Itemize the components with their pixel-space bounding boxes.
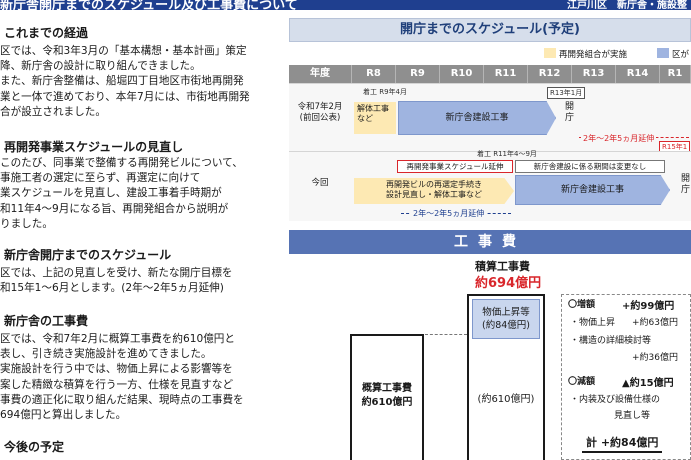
connector-dash xyxy=(425,334,467,335)
increase-item-structure: ・構造の詳細検討等 xyxy=(570,336,652,346)
old-estimate-label: 概算工事費 約610億円 xyxy=(361,383,413,408)
increase-head: 〇増額 xyxy=(568,300,596,310)
decrease-total: ▲約15億円 xyxy=(622,378,674,389)
gantt-header-r8: R8 xyxy=(352,65,396,83)
increase-item-price: ・物価上昇 xyxy=(570,318,616,328)
gantt-header-r14: R14 xyxy=(616,65,660,83)
new-estimate-box: 物価上昇等 (約84億円) (約610億円) xyxy=(467,294,545,460)
gantt-header-r13: R13 xyxy=(572,65,616,83)
estimate-title: 積算工事費 xyxy=(475,260,530,273)
section-body-opening: 区では、上記の見直しを受け、新たな開庁目標を 和15年1～6月とします。(2年～… xyxy=(0,267,233,295)
cost-sum: 計 +約84億円 xyxy=(582,434,663,453)
section-title-cost: 新庁舎の工事費 xyxy=(4,314,89,328)
open-marker-current: 開 庁 xyxy=(681,174,691,195)
decrease-head: 〇減額 xyxy=(568,377,596,387)
section-body-review: このたび、同事業で整備する再開発ビルについて、 事施工者の選定に至らず、再選定に… xyxy=(0,157,243,230)
section-body-history: 区では、令和3年3月の「基本構想・基本計画」策定 降、新庁舎の設計に取り組んでき… xyxy=(0,45,250,118)
note-start-current: 着工 R11年4～9月 xyxy=(477,150,537,158)
section-title-review: 再開発事業スケジュールの見直し xyxy=(4,140,184,154)
row-label-previous: 令和7年2月 (前回公表) xyxy=(297,102,343,123)
open-marker-previous: 開 庁 xyxy=(565,102,575,123)
section-title-opening: 新庁舎開庁までのスケジュール xyxy=(4,248,172,262)
gantt-header-r9: R9 xyxy=(396,65,440,83)
right-column: 開庁までのスケジュール(予定) 再開発組合が実施 区が 年度 R8 R9 R10… xyxy=(289,12,691,460)
bar-reselect-current: 再開発ビルの再選定手続き 設計見直し・解体工事など xyxy=(354,178,514,204)
gantt-header-r12: R12 xyxy=(528,65,572,83)
cost-title: 工事費 xyxy=(289,230,691,254)
left-column: これまでの経過 区では、令和3年3月の「基本構想・基本計画」策定 降、新庁舎の設… xyxy=(0,10,282,460)
cost-breakdown-callout: 〇増額 +約99億円 ・物価上昇 +約63億円 ・構造の詳細検討等 +約36億円… xyxy=(561,294,691,460)
old-estimate-box: 概算工事費 約610億円 xyxy=(350,334,424,460)
box-schedule-extension: 再開発事業スケジュール延伸 xyxy=(397,160,513,173)
header-org: 江戸川区 新庁舎・施設整 xyxy=(567,0,687,11)
gantt-header-r10: R10 xyxy=(440,65,484,83)
estimate-value: 約694億円 xyxy=(475,276,542,291)
increase-item-structure-value: +約36億円 xyxy=(632,353,678,363)
row-label-current: 今回 xyxy=(311,178,329,188)
bar-construction-previous: 新庁舎建設工事 xyxy=(398,101,556,135)
base-value: (約610億円) xyxy=(477,394,535,405)
legend-swatch-blue xyxy=(657,48,669,58)
delay-label-current: 2年～2年5ヵ月延伸 xyxy=(411,208,487,219)
schedule-title: 開庁までのスケジュール(予定) xyxy=(289,18,691,42)
gantt-header-year: 年度 xyxy=(289,65,352,83)
legend-item-ward: 区が xyxy=(657,48,689,60)
bar-construction-current: 新庁舎建設工事 xyxy=(515,175,670,205)
increase-item-price-value: +約63億円 xyxy=(632,318,678,328)
gantt-row-current: 今回 着工 R11年4～9月 再開発事業スケジュール延伸 新庁舎建設に係る期間は… xyxy=(289,150,691,221)
section-title-next: 今後の予定 xyxy=(4,440,65,454)
box-no-change: 新庁舎建設に係る期間は変更なし xyxy=(515,160,665,173)
increase-total: +約99億円 xyxy=(622,301,675,312)
note-start-previous: 着工 R9年4月 xyxy=(363,88,407,96)
bar-demolition-previous: 解体工事 など xyxy=(354,102,396,134)
gantt-header-r15: R1 xyxy=(660,65,691,83)
legend-swatch-yellow xyxy=(544,48,556,58)
header-band: 新庁舎開庁までのスケジュール及び工事費について 江戸川区 新庁舎・施設整 xyxy=(0,0,691,13)
section-body-cost: 区では、令和7年2月に概算工事費を約610億円と 表し、引き続き実施設計を進めて… xyxy=(0,333,244,422)
header-title: 新庁舎開庁までのスケジュール及び工事費について xyxy=(0,0,298,13)
decrease-item-2: 見直し等 xyxy=(614,411,651,421)
legend-item-union: 再開発組合が実施 xyxy=(544,48,627,60)
note-end-previous: R13年1月 xyxy=(547,87,586,99)
delay-label-previous: 2年～2年5ヵ月延伸 xyxy=(581,133,657,144)
price-rise-box: 物価上昇等 (約84億円) xyxy=(472,299,540,339)
gantt-header-r11: R11 xyxy=(484,65,528,83)
gantt-row-previous: 令和7年2月 (前回公表) 着工 R9年4月 R13年1月 解体工事 など 新庁… xyxy=(289,83,691,153)
section-title-history: これまでの経過 xyxy=(4,26,89,40)
decrease-item-1: ・内装及び設備仕様の xyxy=(570,395,661,405)
